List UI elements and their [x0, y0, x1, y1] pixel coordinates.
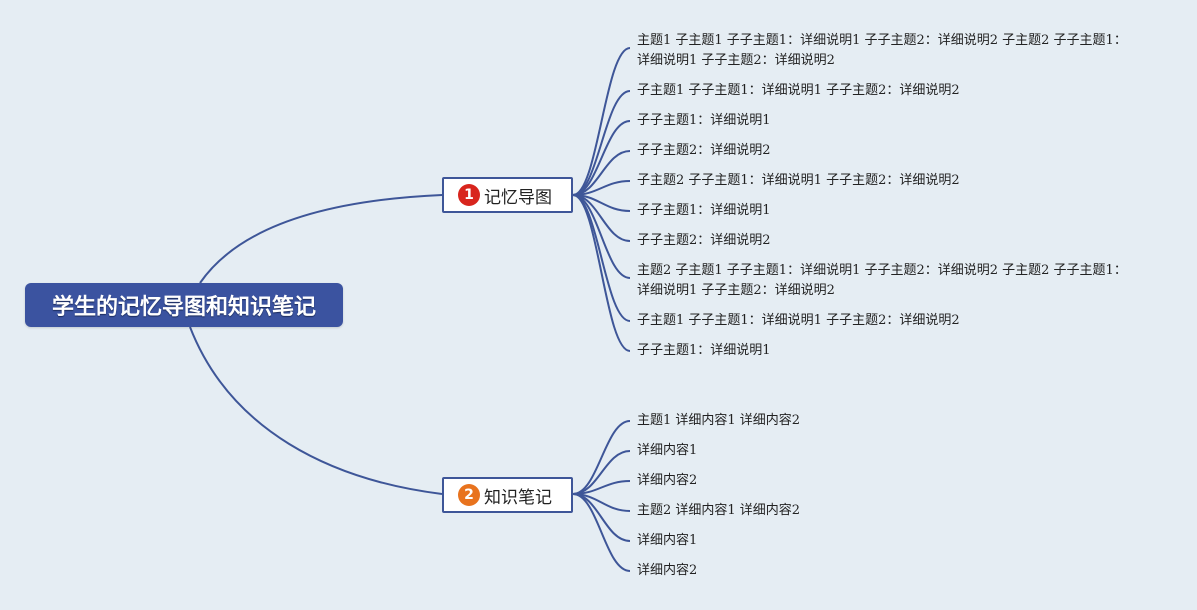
subtopic-item[interactable]: 子主题1 子子主题1：详细说明1 子子主题2：详细说明2 [637, 83, 960, 98]
subtopic-item[interactable]: 主题2 详细内容1 详细内容2 [637, 503, 801, 518]
branch-leaf-connector [572, 194, 631, 352]
branch-leaf-connector [572, 47, 631, 196]
branch-leaf-connector [572, 120, 631, 196]
branch-label: 知识笔记 [484, 487, 552, 508]
root-branch-connector [199, 194, 443, 284]
branch-leaf-connector [572, 194, 631, 322]
branch-leaf-connector [572, 493, 631, 572]
subtopic-item[interactable]: 子子主题2：详细说明2 [637, 143, 771, 158]
subtopic-item[interactable]: 主题1 子主题1 子子主题1：详细说明1 子子主题2：详细说明2 子主题2 子子… [637, 33, 1127, 68]
priority-1-icon: 1 [458, 184, 480, 206]
subtopic-item[interactable]: 子子主题1：详细说明1 [637, 203, 771, 218]
subtopic-item[interactable]: 子主题1 子子主题1：详细说明1 子子主题2：详细说明2 [637, 313, 960, 328]
branch-topic-knowledge-notes[interactable]: 2 知识笔记 [442, 477, 573, 513]
subtopic-item[interactable]: 详细内容2 [637, 473, 698, 488]
subtopic-item[interactable]: 子子主题1：详细说明1 [637, 343, 771, 358]
subtopic-item[interactable]: 子子主题2：详细说明2 [637, 233, 771, 248]
root-topic-label: 学生的记忆导图和知识笔记 [51, 295, 316, 320]
branch-leaf-connector [572, 420, 631, 495]
root-branch-connector [189, 326, 443, 495]
priority-2-icon: 2 [458, 484, 480, 506]
subtopic-item[interactable]: 子子主题1：详细说明1 [637, 113, 771, 128]
subtopic-item[interactable]: 详细内容1 [637, 443, 698, 458]
branch-leaf-connector [572, 194, 631, 279]
subtopic-item[interactable]: 主题1 详细内容1 详细内容2 [637, 413, 801, 428]
subtopic-item[interactable]: 详细内容2 [637, 563, 698, 578]
subtopic-item[interactable]: 详细内容1 [637, 533, 698, 548]
branch-label: 记忆导图 [484, 187, 552, 208]
branch-leaf-connector [572, 90, 631, 196]
root-topic[interactable]: 学生的记忆导图和知识笔记 [25, 283, 343, 327]
branch-topic-memory-map[interactable]: 1 记忆导图 [442, 177, 573, 213]
subtopic-item[interactable]: 子主题2 子子主题1：详细说明1 子子主题2：详细说明2 [637, 173, 960, 188]
subtopic-item[interactable]: 主题2 子主题1 子子主题1：详细说明1 子子主题2：详细说明2 子主题2 子子… [637, 263, 1127, 298]
